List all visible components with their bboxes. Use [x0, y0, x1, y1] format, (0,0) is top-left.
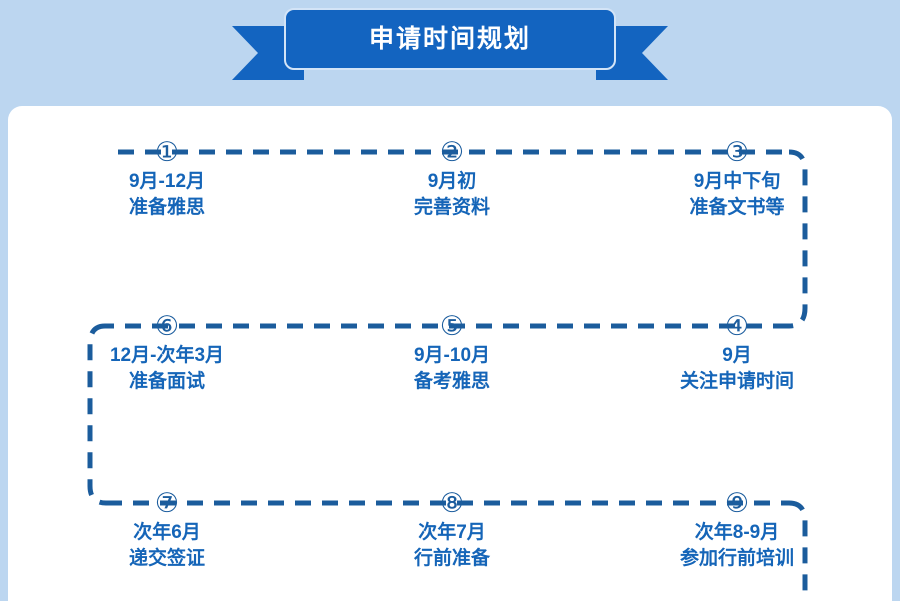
timeline-node-period: 次年7月 [418, 522, 486, 543]
timeline-node-period: 9月 [722, 345, 752, 366]
timeline-node-labels: 9月-10月备考雅思 [337, 343, 567, 395]
timeline-node-task: 参加行前培训 [679, 548, 794, 569]
timeline-node-period: 9月初 [427, 171, 477, 192]
title-banner: 申请时间规划 [0, 0, 900, 105]
timeline-node-number: ⑨ [724, 488, 750, 518]
timeline-node-labels: 9月初完善资料 [337, 169, 567, 221]
timeline-node-number: ⑦ [154, 488, 180, 518]
timeline-node-number: ⑧ [439, 488, 465, 518]
timeline-node-task: 准备雅思 [128, 197, 205, 218]
timeline-node-number: ② [439, 137, 465, 167]
timeline-node-number: ④ [724, 311, 750, 341]
timeline-node-number: ⑥ [154, 311, 180, 341]
timeline-node-task: 完善资料 [413, 197, 490, 218]
page-title: 申请时间规划 [368, 24, 531, 53]
timeline-node-labels: 9月关注申请时间 [622, 343, 852, 395]
timeline-node-period: 9月-12月 [128, 171, 206, 192]
content-card [8, 106, 892, 601]
timeline-node-period: 12月-次年3月 [109, 345, 225, 366]
timeline-node-labels: 12月-次年3月准备面试 [52, 343, 282, 395]
timeline-node-number: ⑤ [439, 311, 465, 341]
timeline-node-number: ① [154, 137, 180, 167]
timeline-node-task: 备考雅思 [413, 371, 490, 392]
timeline-node-labels: 次年6月递交签证 [52, 520, 282, 572]
timeline-node-labels: 次年7月行前准备 [337, 520, 567, 572]
ribbon: 申请时间规划 [232, 8, 668, 80]
ribbon-panel: 申请时间规划 [284, 8, 616, 70]
timeline-node-task: 关注申请时间 [679, 371, 794, 392]
timeline-node-number: ③ [724, 137, 750, 167]
timeline-node-period: 9月中下旬 [693, 171, 781, 192]
timeline-node-task: 行前准备 [413, 548, 490, 569]
timeline-node-period: 9月-10月 [413, 345, 491, 366]
timeline-node-labels: 9月中下旬准备文书等 [622, 169, 852, 221]
timeline-node-task: 准备文书等 [689, 197, 785, 218]
timeline-node-period: 次年6月 [133, 522, 201, 543]
timeline-node-labels: 9月-12月准备雅思 [52, 169, 282, 221]
timeline-node-period: 次年8-9月 [694, 522, 780, 543]
timeline-node-task: 递交签证 [128, 548, 205, 569]
timeline-node-task: 准备面试 [128, 371, 205, 392]
timeline-node-labels: 次年8-9月参加行前培训 [622, 520, 852, 572]
